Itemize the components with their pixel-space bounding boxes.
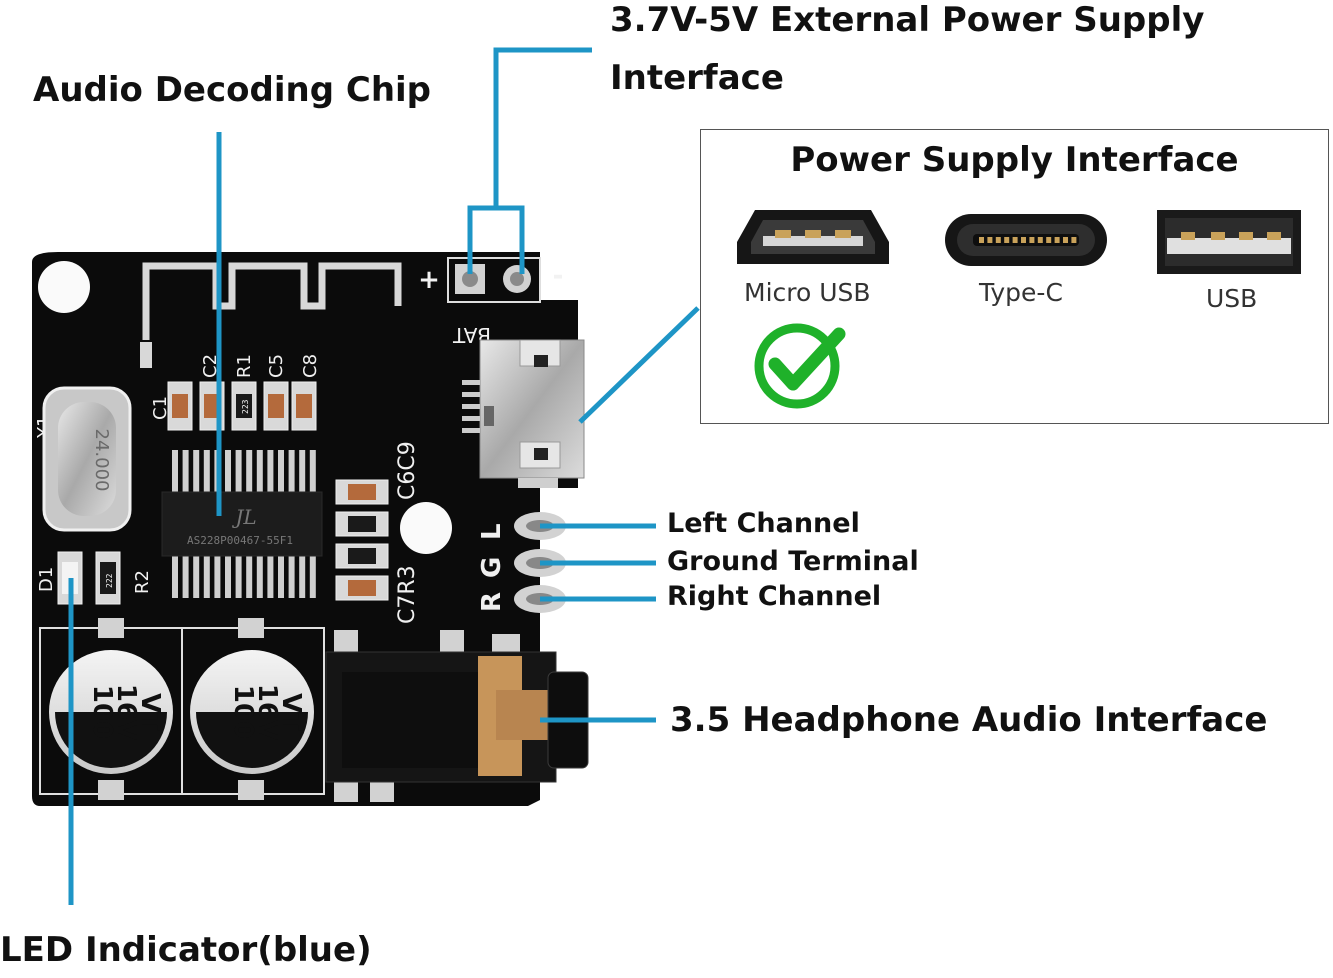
chip-pin: [182, 450, 189, 494]
led-indicator-label: LED Indicator(blue): [0, 930, 372, 970]
right-channel-label: Right Channel: [667, 581, 882, 612]
chip-pin: [979, 237, 984, 243]
chip-pin: [987, 237, 993, 243]
chip-pin: [1063, 237, 1068, 243]
audio-chip-label: Audio Decoding Chip: [33, 70, 432, 110]
leader-ext-power: [493, 47, 592, 208]
ext-power-label-line2: Interface: [610, 58, 784, 98]
smd-row: 223: [167, 381, 317, 431]
leader-lines: [68, 47, 700, 905]
chip-pin: [1046, 237, 1052, 243]
chip-pin: [309, 450, 316, 494]
headphone-interface-label: 3.5 Headphone Audio Interface: [670, 700, 1268, 740]
resistor-code: 223: [241, 399, 250, 414]
micro-usb-port-icon: [737, 210, 889, 264]
cap1-series: VT: [135, 693, 165, 731]
silk-r1: R1: [234, 354, 255, 378]
ground-terminal-label: Ground Terminal: [667, 546, 919, 577]
silk-c2: C2: [200, 354, 221, 378]
cap2-voltage: 16V: [252, 684, 282, 740]
silk-r2: R2: [132, 570, 153, 594]
silk-r: R: [477, 592, 507, 612]
mounting-hole: [38, 261, 90, 313]
chip-pin: [193, 554, 200, 598]
silk-g: G: [477, 557, 507, 578]
chip-pin: [299, 554, 306, 598]
chip-pin: [172, 554, 178, 598]
chip-pin: [235, 554, 242, 598]
chip-pin: [256, 450, 263, 494]
chip-pin: [172, 450, 178, 494]
chip-pin: [235, 450, 242, 494]
chip-pin: [1071, 237, 1077, 243]
chip-pin: [214, 554, 221, 598]
smd-column: [335, 479, 389, 601]
electrolytic-capacitor-1: 100 16V VT: [39, 618, 183, 800]
chip-pin: [299, 450, 306, 494]
resistor-r2-code: 222: [105, 573, 114, 588]
silk-plus: +: [418, 265, 440, 295]
chip-pin: [193, 450, 200, 494]
headphone-jack: [325, 630, 589, 802]
audio-decoding-chip: JL AS228P00467-55F1: [161, 450, 323, 598]
cap2-value: 100: [228, 685, 258, 739]
led-d1: 222: [57, 551, 121, 605]
usb-a-port-icon: [1157, 210, 1301, 274]
chip-pin: [225, 450, 231, 494]
silk-minus: -: [553, 261, 564, 291]
chip-pin: [246, 450, 253, 494]
mounting-hole: [400, 502, 452, 554]
silk-c5: C5: [266, 354, 287, 378]
cap1-voltage: 16V: [111, 684, 141, 740]
type-c-port-icon: [945, 214, 1107, 266]
silk-c8: C8: [300, 354, 321, 378]
cap2-series: VT: [276, 693, 306, 731]
micro-usb-port: [462, 339, 585, 488]
type-c-caption: Type-C: [979, 278, 1063, 307]
chip-pin: [1054, 237, 1060, 243]
power-panel-title: Power Supply Interface: [790, 140, 1239, 180]
leader-usb-port: [578, 306, 700, 424]
silk-c7r3: C7R3: [395, 565, 420, 624]
antenna-trace: [142, 262, 402, 340]
chip-pin: [256, 554, 263, 598]
silk-l: L: [477, 523, 507, 540]
silk-c1: C1: [150, 396, 171, 420]
cap1-value: 100: [87, 685, 117, 739]
chip-pin: [182, 554, 189, 598]
silk-d1: D1: [36, 567, 57, 592]
chip-pin: [225, 554, 231, 598]
chip-pin: [1029, 237, 1035, 243]
chip-pin: [995, 237, 1001, 243]
silk-c6c9: C6C9: [395, 441, 420, 500]
chip-pin: [1037, 237, 1043, 243]
chip-pin: [1021, 237, 1026, 243]
chip-pin: [203, 554, 210, 598]
leader-bat-bracket: [467, 205, 525, 274]
crystal-oscillator: 24.000: [42, 386, 132, 532]
chip-pin: [288, 450, 295, 494]
left-channel-label: Left Channel: [667, 508, 860, 539]
chip-pin: [288, 554, 295, 598]
chip-logo: JL: [231, 505, 256, 529]
chip-pin: [203, 450, 210, 494]
usb-caption: USB: [1206, 284, 1258, 313]
chip-pin: [278, 554, 284, 598]
micro-usb-caption: Micro USB: [744, 278, 871, 307]
chip-pin: [267, 554, 274, 598]
crystal-freq: 24.000: [91, 429, 112, 492]
chip-part-number: AS228P00467-55F1: [187, 534, 293, 547]
chip-pin: [267, 450, 274, 494]
chip-pin: [309, 554, 316, 598]
chip-pin: [1012, 237, 1018, 243]
chip-pin: [246, 554, 253, 598]
green-check-icon: [754, 323, 846, 409]
electrolytic-capacitor-2: 100 16V VT: [181, 618, 325, 800]
chip-pin: [278, 450, 284, 494]
chip-pin: [1004, 237, 1010, 243]
ext-power-label-line1: 3.7V-5V External Power Supply: [610, 0, 1205, 40]
power-supply-panel: Power Supply Interface Micro USB Type-C …: [700, 129, 1329, 424]
